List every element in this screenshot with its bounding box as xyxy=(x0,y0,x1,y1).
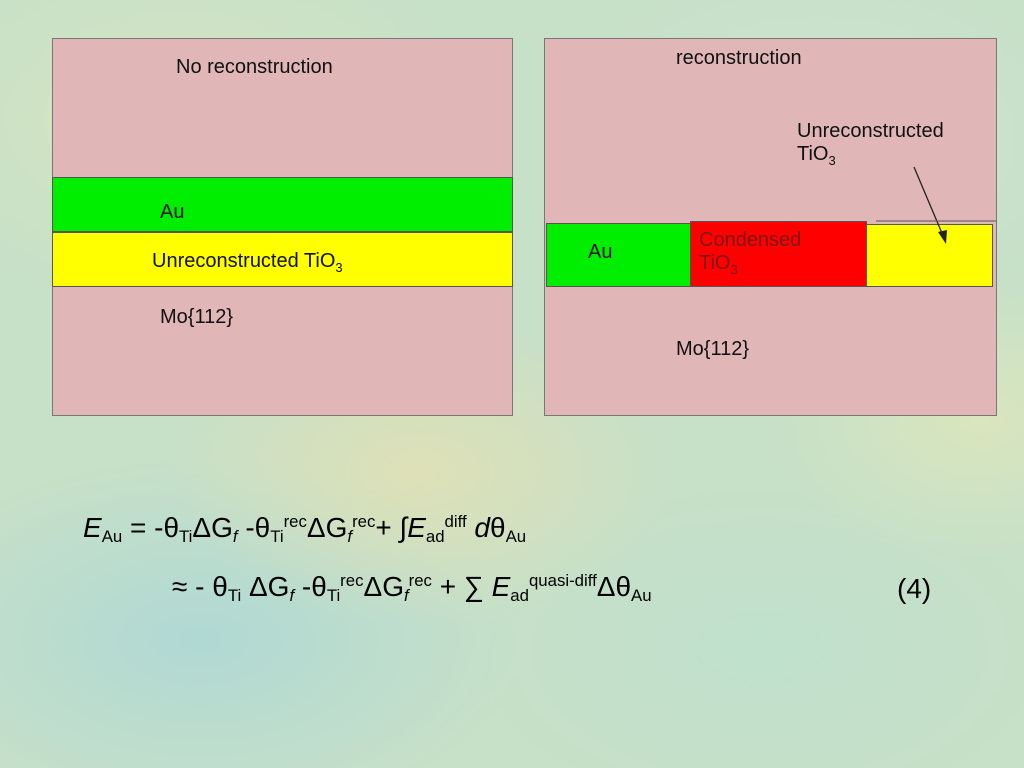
eq2-minus: - xyxy=(294,571,312,603)
eq2-theta2: θ xyxy=(311,571,327,603)
eq1-theta3: θ xyxy=(490,512,506,544)
eq1-f2-sup: rec xyxy=(352,512,376,531)
eq1-theta2: θ xyxy=(254,512,271,544)
left-tio3-text: Unreconstructed TiO xyxy=(152,250,336,272)
right-unreconstructed-line2: TiO3 xyxy=(797,143,944,169)
eq1-theta1: θ xyxy=(163,512,180,544)
right-unreconstructed-tio: TiO xyxy=(797,143,829,165)
left-tio3-label: Unreconstructed TiO3 xyxy=(152,250,343,276)
eq1-e2: E xyxy=(407,512,426,544)
eq2-delta-theta-sub: Au xyxy=(631,586,652,606)
eq1-theta1-sub: Ti xyxy=(179,527,193,547)
eq2-f1: f xyxy=(289,586,295,606)
eq2-e-sup: quasi-diff xyxy=(528,571,597,590)
eq1-f2: f xyxy=(347,527,353,547)
eq1-theta2-sub: Ti xyxy=(270,527,284,547)
eq2-f2-sup: rec xyxy=(408,571,432,590)
eq2-approx: ≈ - xyxy=(172,571,213,603)
eq1-dg1: ΔG xyxy=(192,512,233,544)
eq1-equals: = - xyxy=(122,512,164,544)
eq2-e: E xyxy=(491,571,511,603)
right-unreconstructed-subscript: 3 xyxy=(828,153,836,168)
right-au-label: Au xyxy=(588,241,613,263)
eq1-d: d xyxy=(466,512,490,544)
eq2-dg2: ΔG xyxy=(363,571,404,603)
eq1-theta2-sup: rec xyxy=(283,512,307,531)
left-au-label: Au xyxy=(160,201,185,223)
left-panel-title: No reconstruction xyxy=(176,56,333,78)
eq1-e2-sup: diff xyxy=(444,512,467,531)
eq1-dg2: ΔG xyxy=(306,512,348,544)
right-condensed-label: Condensed TiO3 xyxy=(699,229,801,278)
right-condensed-line2: TiO3 xyxy=(699,252,801,278)
right-condensed-subscript: 3 xyxy=(730,262,738,277)
eq2-theta1-sub: Ti xyxy=(227,586,242,606)
left-tio3-layer xyxy=(52,232,513,287)
left-substrate-label: Mo{112} xyxy=(160,306,234,328)
equation-line-1: EAu = -θTiΔGf -θTirecΔGfrec+ ∫Eaddiff dθ… xyxy=(83,512,526,547)
equation-number: (4) xyxy=(897,573,932,604)
eq2-plus-sum: + ∑ xyxy=(431,571,492,603)
right-condensed-tio: TiO xyxy=(699,252,731,274)
right-unreconstructed-line1: Unreconstructed xyxy=(797,120,944,142)
eq1-e: E xyxy=(83,512,102,544)
eq2-theta1: θ xyxy=(212,571,228,603)
eq2-delta-theta: Δθ xyxy=(596,571,632,603)
eq2-theta2-sup: rec xyxy=(340,571,364,590)
eq1-e-sub: Au xyxy=(101,527,123,547)
right-substrate-label: Mo{112} xyxy=(676,338,750,360)
eq1-minus: - xyxy=(237,512,255,544)
eq1-theta3-sub: Au xyxy=(505,527,527,547)
eq2-f2: f xyxy=(403,586,409,606)
right-unreconstructed-tio3-layer xyxy=(866,224,993,287)
right-condensed-tio3-layer xyxy=(690,221,867,287)
right-unreconstructed-label: Unreconstructed TiO3 xyxy=(797,120,944,169)
eq2-theta2-sub: Ti xyxy=(326,586,341,606)
eq1-plus-integral: + ∫ xyxy=(375,512,408,544)
left-au-layer xyxy=(52,177,513,232)
right-au-layer xyxy=(546,223,691,287)
eq2-e-sub: ad xyxy=(510,586,529,606)
left-tio3-subscript: 3 xyxy=(335,260,343,275)
equation-line-2: ≈ - θTi ΔGf -θTirecΔGfrec + ∑ Eadquasi-d… xyxy=(172,571,652,606)
right-panel-title: reconstruction xyxy=(676,47,802,69)
right-condensed-line1: Condensed xyxy=(699,229,802,251)
eq1-e2-sub: ad xyxy=(425,527,445,547)
eq2-dg1: ΔG xyxy=(241,571,290,603)
eq1-f1: f xyxy=(232,527,238,547)
